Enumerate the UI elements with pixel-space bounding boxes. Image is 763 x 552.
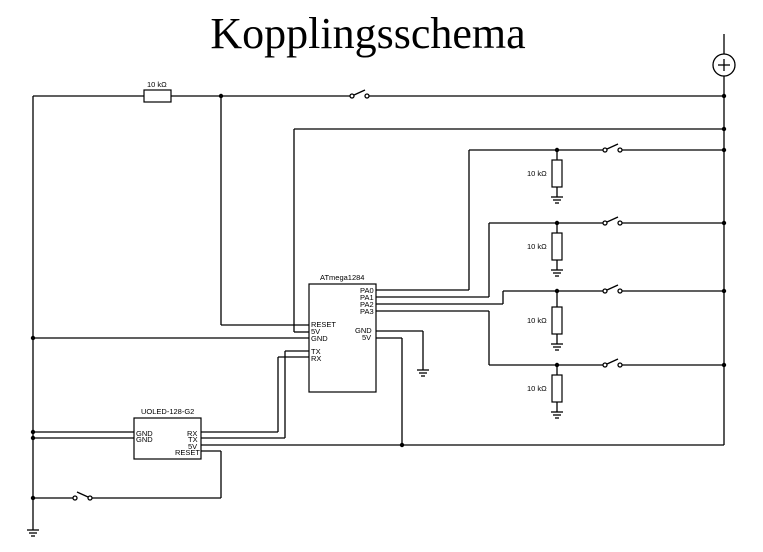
pullup-resistor bbox=[143, 89, 172, 103]
mcu-pin-pa1: PA1 bbox=[360, 293, 374, 302]
pulldown-resistor-pa2 bbox=[551, 306, 563, 335]
pulldown-resistor-pa0 bbox=[551, 159, 563, 188]
ground-symbol-main bbox=[27, 529, 39, 537]
pulldown-label-pa0: 10 kΩ bbox=[527, 169, 547, 178]
mcu-pin-5v-left: 5V bbox=[311, 327, 320, 336]
ground-symbol-mcu bbox=[417, 369, 429, 377]
reset-switch-top bbox=[349, 89, 370, 99]
display-label: UOLED-128-G2 bbox=[141, 407, 194, 416]
mcu-pin-gnd-left: GND bbox=[311, 334, 328, 343]
display-pin-reset: RESET bbox=[175, 448, 200, 457]
button-branch-pa2: 10 kΩ bbox=[376, 284, 727, 351]
battery-icon bbox=[712, 34, 736, 96]
pulldown-label-pa2: 10 kΩ bbox=[527, 316, 547, 325]
mcu-pin-tx: TX bbox=[311, 347, 321, 356]
display-pin-5v: 5V bbox=[188, 442, 197, 451]
mcu-pin-pa0: PA0 bbox=[360, 286, 374, 295]
display-pin-tx: TX bbox=[188, 435, 198, 444]
display-pin-rx: RX bbox=[187, 429, 197, 438]
reset-switch-bottom bbox=[72, 491, 93, 501]
mcu-pin-rx: RX bbox=[311, 354, 321, 363]
display-pin-gnd-1: GND bbox=[136, 429, 153, 438]
pulldown-label-pa1: 10 kΩ bbox=[527, 242, 547, 251]
page-title: Kopplingsschema bbox=[210, 9, 526, 58]
display-pin-gnd-2: GND bbox=[136, 435, 153, 444]
pulldown-resistor-pa3 bbox=[551, 374, 563, 403]
pullup-resistor-label: 10 kΩ bbox=[147, 80, 167, 89]
mcu-pin-gnd-right: GND bbox=[355, 326, 372, 335]
mcu-pin-pa2: PA2 bbox=[360, 300, 374, 309]
button-branch-pa1: 10 kΩ bbox=[376, 216, 727, 298]
pulldown-label-pa3: 10 kΩ bbox=[527, 384, 547, 393]
mcu-pin-reset: RESET bbox=[311, 320, 336, 329]
button-branch-pa3: 10 kΩ bbox=[376, 310, 727, 419]
mcu-pin-pa3: PA3 bbox=[360, 307, 374, 316]
mcu-label: ATmega1284 bbox=[320, 273, 364, 282]
mcu-pin-5v-right: 5V bbox=[362, 333, 371, 342]
reset-pullup-line: 10 kΩ bbox=[33, 80, 727, 103]
mcu-chip: ATmega1284 RESET 5V GND TX RX PA0 PA1 PA… bbox=[308, 273, 377, 393]
pulldown-resistor-pa1 bbox=[551, 232, 563, 261]
button-branch-pa0: 10 kΩ bbox=[376, 143, 727, 291]
oled-display: UOLED-128-G2 GND GND RX TX 5V RESET bbox=[133, 407, 202, 460]
